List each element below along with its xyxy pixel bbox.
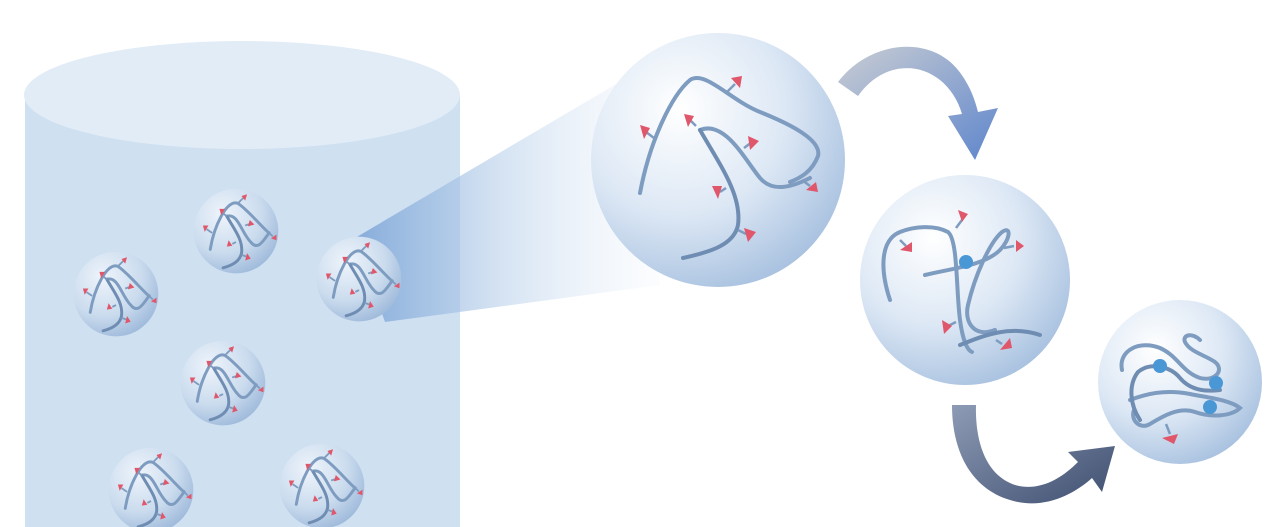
partially-crosslinked-particle: [860, 175, 1070, 385]
particle: [74, 252, 159, 337]
particle: [181, 341, 266, 426]
fully-crosslinked-particle: [1098, 300, 1262, 464]
particle: [280, 444, 365, 527]
crosslink: [959, 255, 973, 269]
particle: [194, 189, 279, 274]
crosslink: [1203, 400, 1217, 414]
arrow-stage-2-to-3: [952, 405, 1115, 503]
crosslink: [1209, 376, 1223, 390]
open-chain-particle: [591, 33, 845, 287]
crosslink: [1153, 359, 1167, 373]
particle: [317, 237, 402, 322]
arrow-stage-1-to-2: [838, 47, 998, 160]
